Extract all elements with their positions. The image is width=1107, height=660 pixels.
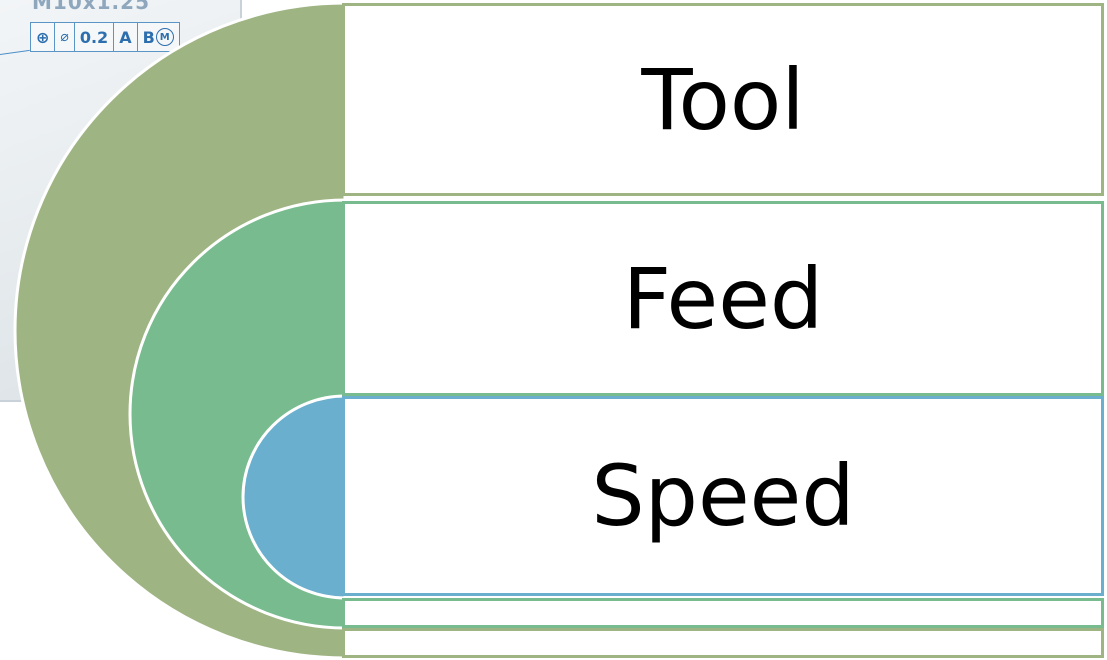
layer-tool-base-strip [342, 628, 1104, 658]
feature-control-frame: ⊕ ⌀ 0.2 A B M [30, 22, 180, 52]
diameter-symbol-icon: ⌀ [55, 23, 75, 51]
layer-speed-label: Speed [591, 447, 855, 545]
layer-tool-box: Tool [342, 3, 1104, 196]
datum-a: A [114, 23, 138, 51]
layer-feed-base-strip [342, 598, 1104, 628]
datum-b: B [142, 27, 155, 47]
layer-speed-box: Speed [342, 396, 1104, 596]
layer-tool-label: Tool [641, 50, 805, 149]
mmc-modifier-icon: M [155, 28, 174, 46]
layer-feed-box: Feed [342, 201, 1104, 396]
thread-callout: M10x1.25 [32, 0, 150, 14]
tolerance-value: 0.2 [75, 23, 115, 51]
layer-feed-label: Feed [622, 249, 824, 348]
arc-speed [241, 394, 347, 600]
position-symbol-icon: ⊕ [31, 23, 56, 51]
datum-b-mmc: B M [138, 23, 179, 51]
